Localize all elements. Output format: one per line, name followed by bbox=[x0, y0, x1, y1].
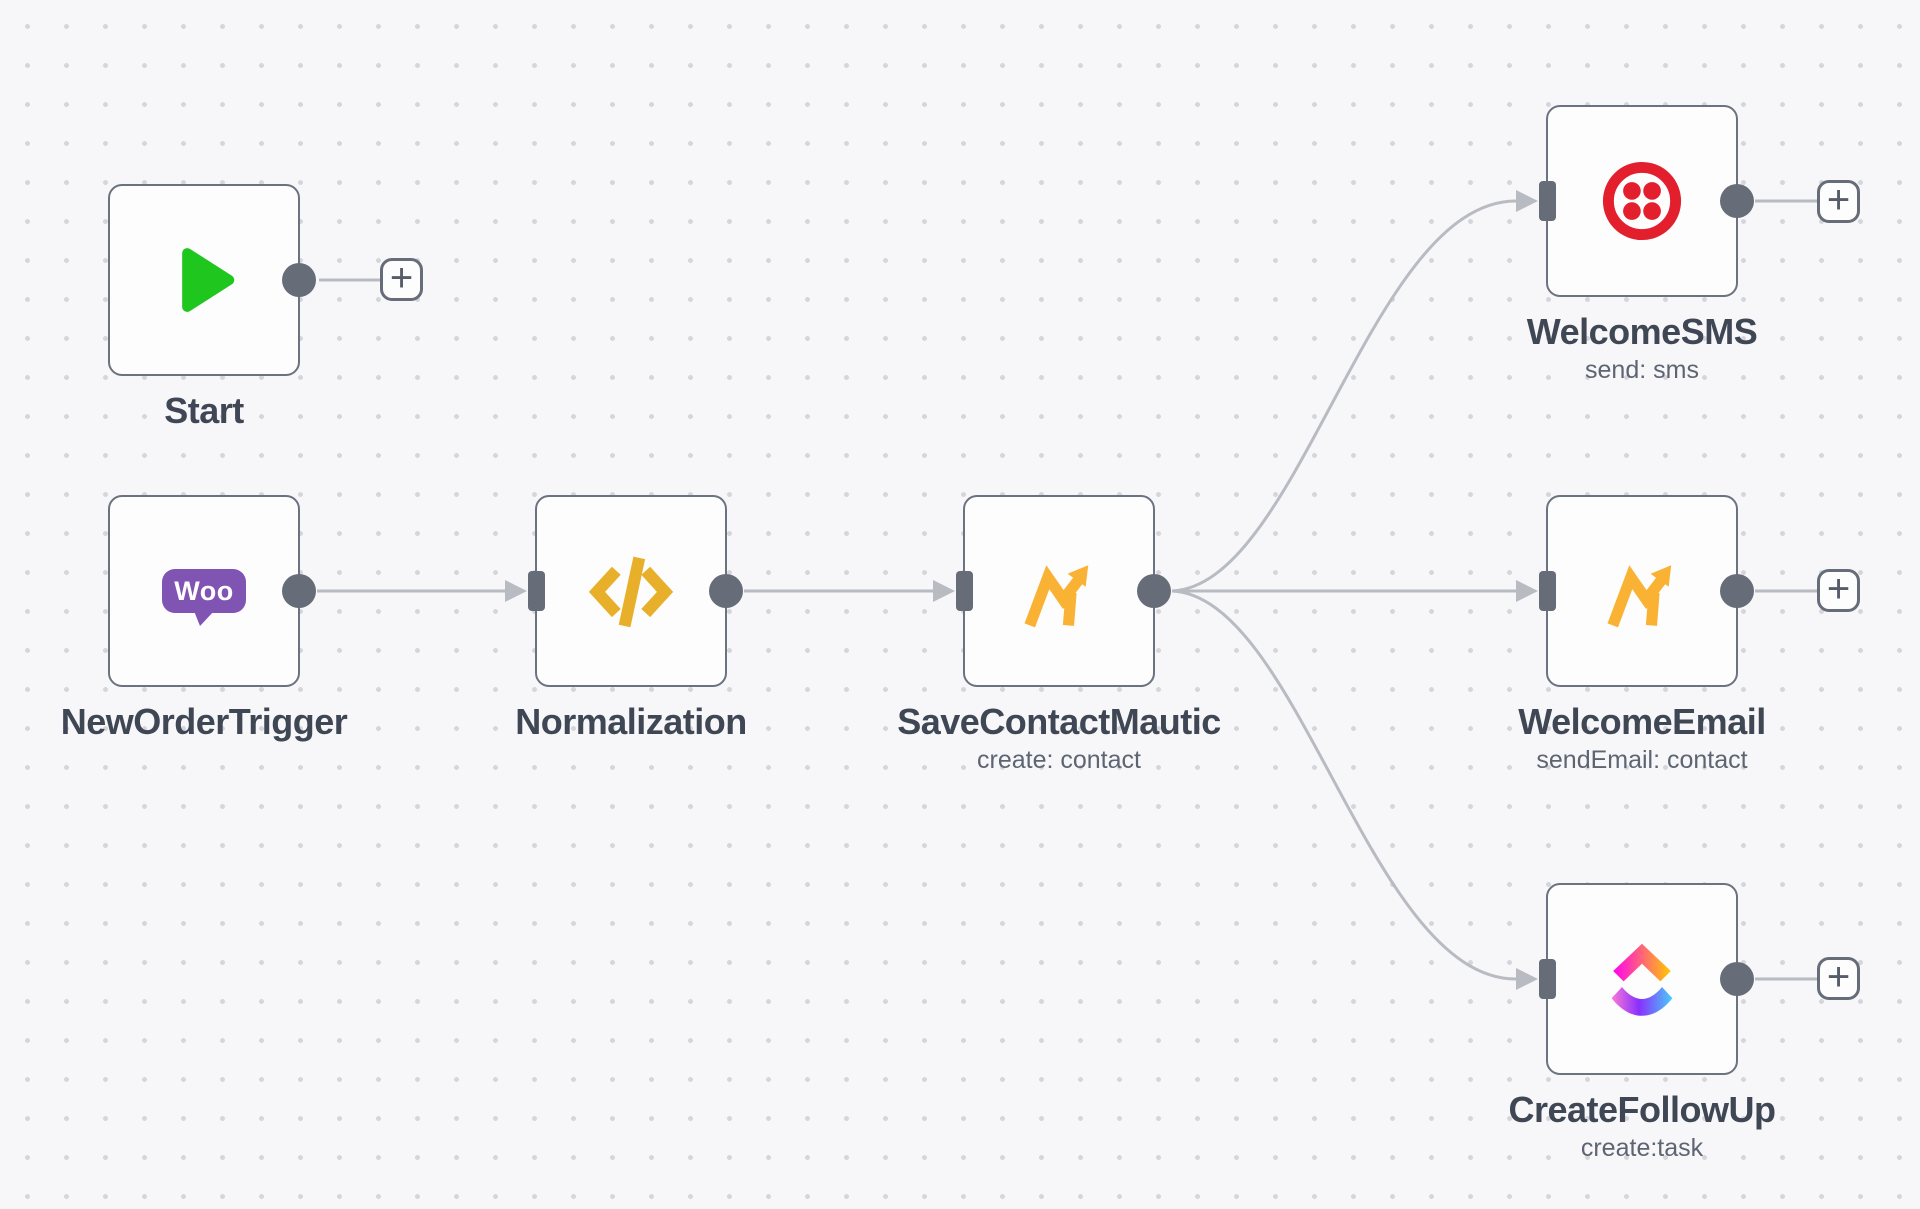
node-title: WelcomeSMS bbox=[1526, 311, 1758, 352]
input-connector[interactable] bbox=[528, 571, 545, 611]
node-box[interactable] bbox=[1539, 105, 1754, 297]
arrowhead-icon bbox=[1516, 190, 1538, 212]
add-node-button[interactable]: + bbox=[1817, 180, 1860, 223]
node-title: CreateFollowUp bbox=[1508, 1089, 1776, 1130]
output-connector[interactable] bbox=[1720, 184, 1754, 218]
node-title: Start bbox=[164, 390, 244, 431]
input-connector[interactable] bbox=[1539, 959, 1556, 999]
twilio-icon bbox=[1600, 159, 1684, 243]
add-node-button[interactable]: + bbox=[1817, 569, 1860, 612]
node-box[interactable] bbox=[528, 495, 743, 687]
node-title: Normalization bbox=[515, 701, 747, 742]
node-welcome-email[interactable]: WelcomeEmail sendEmail: contact bbox=[1518, 495, 1766, 773]
plus-icon: + bbox=[1826, 177, 1851, 222]
output-connector[interactable] bbox=[1137, 574, 1171, 608]
input-connector[interactable] bbox=[1539, 571, 1556, 611]
node-box[interactable] bbox=[1539, 883, 1754, 1075]
plus-icon: + bbox=[389, 255, 414, 300]
input-connector[interactable] bbox=[1539, 181, 1556, 221]
node-label: CreateFollowUp create:task bbox=[1508, 1089, 1776, 1162]
node-subtitle: create:task bbox=[1580, 1133, 1704, 1162]
node-box[interactable] bbox=[108, 184, 316, 376]
code-icon bbox=[585, 554, 677, 628]
node-box[interactable] bbox=[956, 495, 1171, 687]
plus-icon: + bbox=[1826, 566, 1851, 611]
output-connector[interactable] bbox=[282, 574, 316, 608]
woo-bubble-tail bbox=[194, 611, 214, 626]
node-create-follow-up[interactable]: CreateFollowUp create:task bbox=[1508, 883, 1776, 1161]
node-label: NewOrderTrigger bbox=[61, 703, 348, 741]
add-node-button[interactable]: + bbox=[1817, 957, 1860, 1000]
node-save-contact-mautic[interactable]: SaveContactMautic create: contact bbox=[897, 495, 1221, 773]
input-connector[interactable] bbox=[956, 571, 973, 611]
arrowhead-icon bbox=[933, 580, 955, 602]
output-connector[interactable] bbox=[709, 574, 743, 608]
node-label: SaveContactMautic create: contact bbox=[897, 703, 1221, 773]
clickup-icon bbox=[1602, 937, 1682, 1021]
node-normalization[interactable]: Normalization bbox=[515, 495, 747, 740]
node-welcome-sms[interactable]: WelcomeSMS send: sms bbox=[1527, 105, 1758, 383]
node-start[interactable]: Start bbox=[108, 184, 316, 429]
woo-wordmark: Woo bbox=[174, 575, 234, 606]
node-title: SaveContactMautic bbox=[897, 701, 1221, 742]
arrowhead-icon bbox=[1516, 580, 1538, 602]
woocommerce-icon: Woo bbox=[162, 569, 246, 626]
node-title: NewOrderTrigger bbox=[60, 701, 348, 742]
mautic-icon bbox=[1599, 548, 1685, 634]
node-label: WelcomeEmail sendEmail: contact bbox=[1518, 701, 1766, 774]
arrowhead-icon bbox=[1516, 968, 1538, 990]
plus-icon: + bbox=[1826, 954, 1851, 999]
node-box[interactable] bbox=[1539, 495, 1754, 687]
node-label: Start bbox=[164, 392, 244, 430]
connection-savecontact-createfollowup[interactable] bbox=[1171, 589, 1517, 981]
node-label: WelcomeSMS send: sms bbox=[1526, 311, 1758, 384]
node-title: WelcomeEmail bbox=[1518, 701, 1766, 742]
node-new-order-trigger[interactable]: Woo NewOrderTrigger bbox=[61, 495, 348, 740]
node-subtitle: create: contact bbox=[977, 745, 1141, 774]
mautic-icon bbox=[1016, 548, 1102, 634]
node-box[interactable]: Woo bbox=[108, 495, 316, 687]
node-label: Normalization bbox=[515, 703, 747, 741]
add-node-button[interactable]: + bbox=[380, 258, 423, 301]
node-subtitle: send: sms bbox=[1585, 355, 1699, 384]
output-connector[interactable] bbox=[1720, 574, 1754, 608]
node-subtitle: sendEmail: contact bbox=[1536, 745, 1748, 774]
connection-savecontact-welcomesms[interactable] bbox=[1171, 199, 1517, 593]
output-connector[interactable] bbox=[282, 263, 316, 297]
arrowhead-icon bbox=[505, 580, 527, 602]
play-icon bbox=[162, 238, 246, 322]
output-connector[interactable] bbox=[1720, 962, 1754, 996]
